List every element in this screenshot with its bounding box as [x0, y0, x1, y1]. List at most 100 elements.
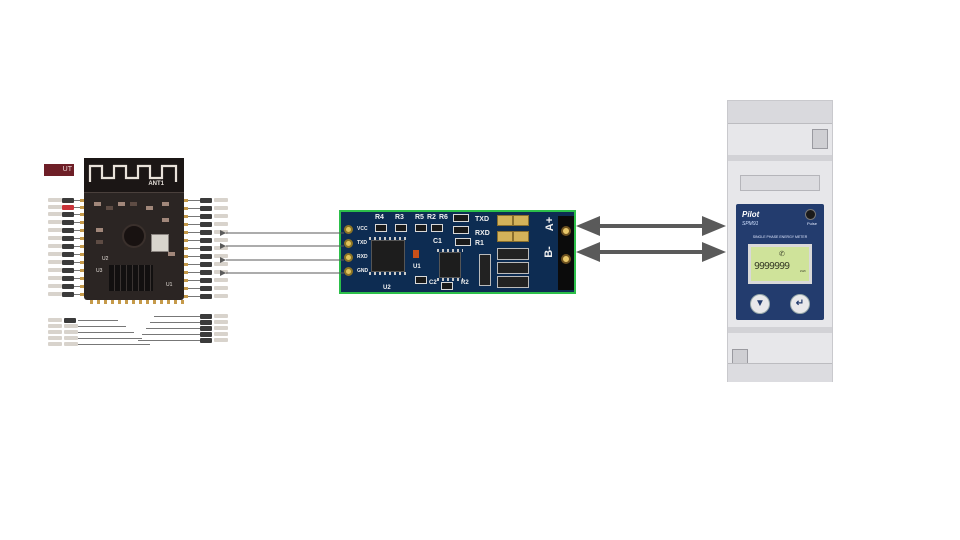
chip-label: U2 [102, 256, 109, 262]
resistor [441, 282, 453, 290]
smd-component [162, 218, 169, 222]
pin-tag [200, 222, 212, 227]
pin-tag [214, 238, 228, 242]
pin-tag [146, 328, 200, 329]
pin-tag [125, 300, 128, 304]
pin-tag [200, 238, 212, 243]
diode [497, 262, 529, 274]
meter-title: SINGLE PHASE ENERGY METER [752, 235, 808, 239]
pin-tag [48, 205, 62, 209]
pin-tag [214, 214, 228, 218]
screw-terminal [558, 216, 574, 290]
pin-tag [64, 324, 78, 328]
pin-tag [200, 198, 212, 203]
pin-label: TXD [357, 240, 367, 246]
crystal-chip [151, 234, 169, 252]
pin-tag [188, 216, 200, 217]
pin-tag [48, 260, 62, 264]
c2-label: C2 [429, 280, 437, 286]
pin-tag [48, 252, 62, 256]
smd-component [168, 252, 175, 256]
pin-tag [80, 206, 84, 209]
resistor [395, 224, 407, 232]
energy-meter: Pilot SPM91 Pulse SINGLE PHASE ENERGY ME… [727, 100, 833, 382]
chip-label: U1 [166, 282, 173, 288]
pin-tag [80, 213, 84, 216]
pin-hole-txd [344, 239, 353, 248]
pin-tag [80, 253, 84, 256]
tvs-component [497, 215, 513, 226]
pin-tag [48, 330, 62, 334]
pin-tag [74, 294, 84, 295]
pin-tag [48, 212, 62, 216]
pin-tag [200, 246, 212, 251]
pin-tag [48, 276, 62, 280]
pin-tag [48, 336, 62, 340]
pin-tag [74, 246, 84, 247]
pin-tag [184, 263, 188, 266]
pin-tag [48, 220, 62, 224]
pin-tag [214, 262, 228, 266]
pin-tag [78, 326, 126, 327]
pin-tag [184, 287, 188, 290]
pin-hole-vcc [344, 225, 353, 234]
pin-tag [48, 292, 62, 296]
silk-label-r6: R6 [439, 214, 448, 221]
pulse-label: Pulse [806, 221, 817, 226]
pin-tag [174, 300, 177, 304]
meter-clip-top [812, 129, 828, 149]
pin-hole-gnd [344, 267, 353, 276]
pin-tag [200, 314, 212, 319]
mcu-to-rs485-lines [220, 230, 344, 276]
smd-component [106, 206, 113, 210]
resistor [431, 224, 443, 232]
tvs-component [497, 231, 513, 242]
down-button[interactable]: ▼ [750, 294, 770, 314]
pin-tag [74, 270, 84, 271]
pin-tag [138, 340, 200, 341]
meter-step [740, 175, 820, 191]
resistor [375, 224, 387, 232]
pin-tag [74, 278, 84, 279]
pin-tag [142, 334, 200, 335]
pin-tag [184, 207, 188, 210]
pin-tag [80, 285, 84, 288]
pin-tag [184, 239, 188, 242]
pin-tag [200, 262, 212, 267]
pin-tag [214, 198, 228, 202]
u2-label: U2 [383, 285, 391, 291]
pin-tag [74, 262, 84, 263]
pin-label: RXD [357, 254, 368, 260]
pin-tag [74, 238, 84, 239]
pin-tag [184, 279, 188, 282]
pin-tag [74, 200, 84, 201]
pin-tag [48, 198, 62, 202]
diode [497, 248, 529, 260]
pin-tag [153, 300, 156, 304]
silk-label-r5: R5 [415, 214, 424, 221]
pin-tag [184, 223, 188, 226]
pin-tag [48, 228, 62, 232]
pin-tag [184, 255, 188, 258]
smd-component [96, 240, 103, 244]
pin-tag [64, 342, 78, 346]
pin-tag [48, 318, 62, 322]
unit-label: kWh [800, 269, 806, 273]
enter-button[interactable]: ↵ [790, 294, 810, 314]
pin-tag [80, 293, 84, 296]
brand-logo: Pilot [742, 210, 760, 219]
resistor [415, 224, 427, 232]
pin-tag [48, 284, 62, 288]
phone-icon: ✆ [779, 251, 785, 258]
pin-tag [167, 300, 170, 304]
c1-label: C1 [433, 238, 442, 245]
pin-tag [48, 324, 62, 328]
pin-tag [214, 338, 228, 342]
pin-tag [214, 294, 228, 298]
pin-tag [62, 205, 74, 210]
pin-tag [62, 228, 74, 233]
pin-tag [188, 256, 200, 257]
pin-tag [62, 244, 74, 249]
ic-chip-u1 [437, 249, 463, 281]
